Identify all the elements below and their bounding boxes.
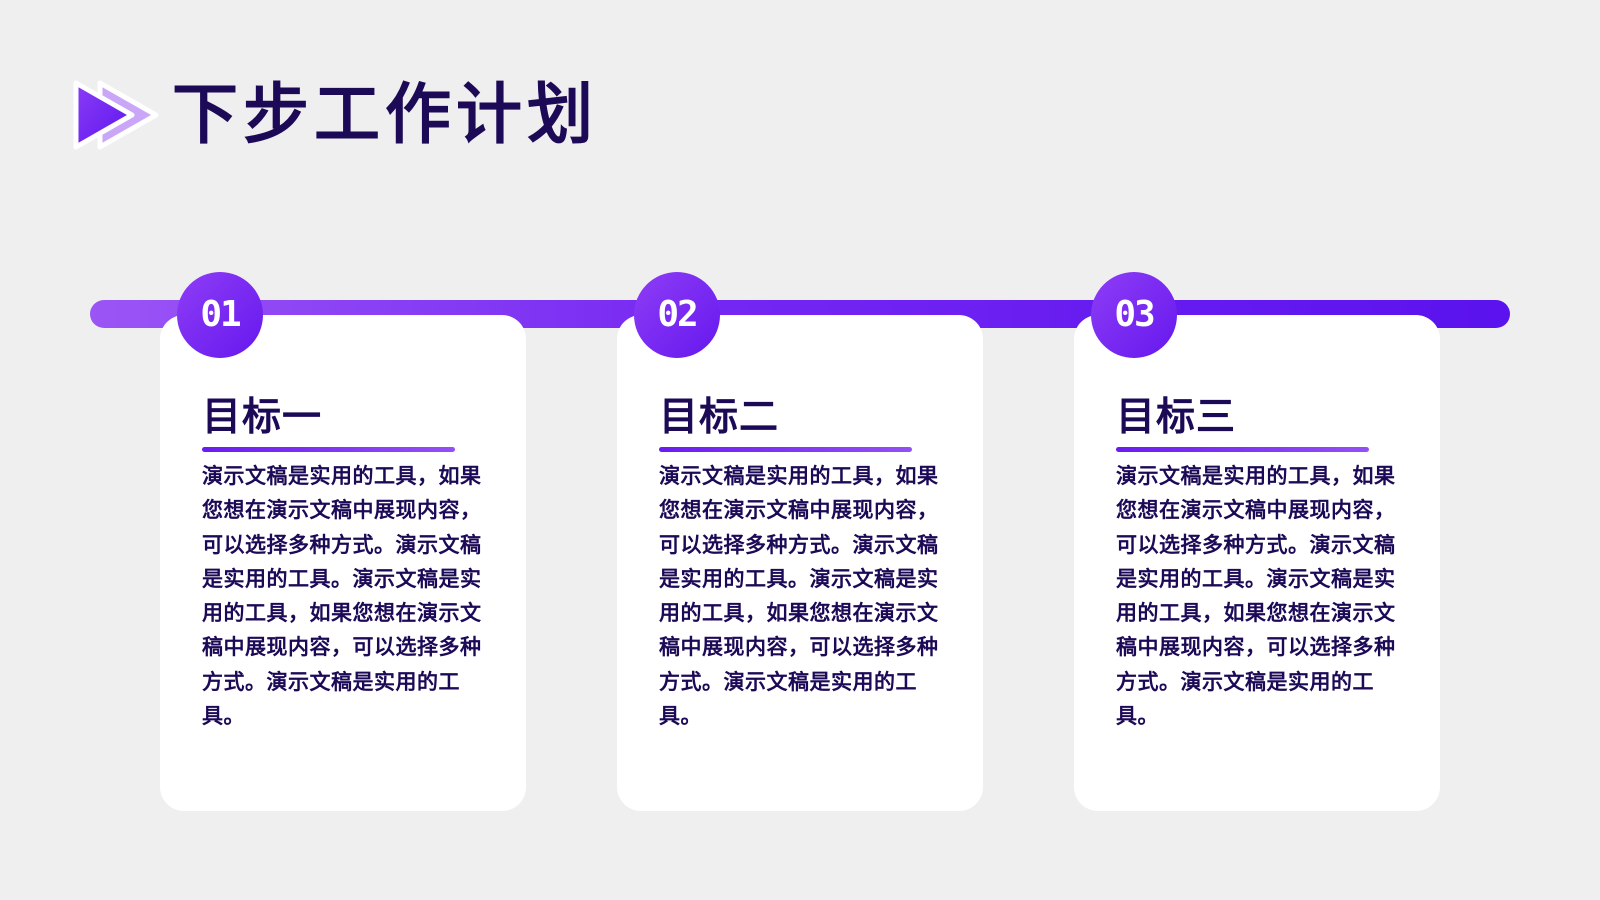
page-title: 下步工作计划: [172, 76, 598, 153]
card-body-text: 演示文稿是实用的工具，如果您想在演示文稿中展现内容，可以选择多种方式。演示文稿是…: [202, 464, 482, 729]
card-title: 目标二: [659, 395, 780, 440]
title-underline: [202, 447, 455, 452]
step-number-badge: 01: [177, 272, 263, 358]
step-number-badge: 02: [634, 272, 720, 358]
card-title: 目标三: [1116, 395, 1237, 440]
title-underline: [1116, 447, 1369, 452]
goal-card: 03 目标三 演示文稿是实用的工具，如果您想在演示文稿中展现内容，可以选择多种方…: [1074, 272, 1440, 811]
goal-card: 01 目标一 演示文稿是实用的工具，如果您想在演示文稿中展现内容，可以选择多种方…: [160, 272, 526, 811]
title-underline: [659, 447, 912, 452]
slide-header: 下步工作计划: [70, 70, 598, 160]
card-body-text: 演示文稿是实用的工具，如果您想在演示文稿中展现内容，可以选择多种方式。演示文稿是…: [1116, 464, 1396, 729]
goal-card: 02 目标二 演示文稿是实用的工具，如果您想在演示文稿中展现内容，可以选择多种方…: [617, 272, 983, 811]
play-arrow-icon: [73, 80, 159, 150]
step-number-badge: 03: [1091, 272, 1177, 358]
card-title: 目标一: [202, 395, 323, 440]
card-body-text: 演示文稿是实用的工具，如果您想在演示文稿中展现内容，可以选择多种方式。演示文稿是…: [659, 464, 939, 729]
